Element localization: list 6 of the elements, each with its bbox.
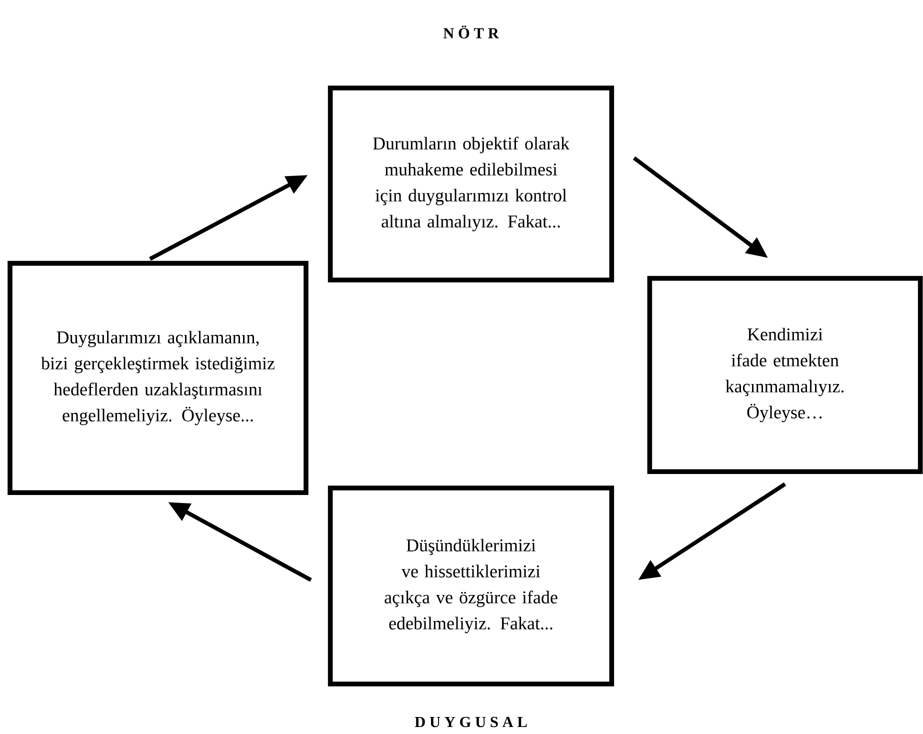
heading: N Ö T R (443, 26, 500, 38)
text-box: Durumların objektif olarak muhakeme edilebilmesi için duygularımızı kontrol altına almalıyız. Fakat... (328, 86, 614, 282)
text-box: Kendimizi ifade etmekten kaçınmamalıyız. Öyleyse… (647, 276, 923, 474)
text-box: Düşündüklerimizi ve hissettiklerimizi açıkça ve özgürce ifade edebilmeliyiz. Fakat... (328, 486, 614, 686)
heading: D U Y G U S A L (414, 716, 527, 728)
text-box: Duygularımızı açıklamanın, bizi gerçekleştirmek istediğimiz hedeflerden uzaklaştırmasını engellemeliyiz. Öyleyse... (8, 260, 308, 496)
